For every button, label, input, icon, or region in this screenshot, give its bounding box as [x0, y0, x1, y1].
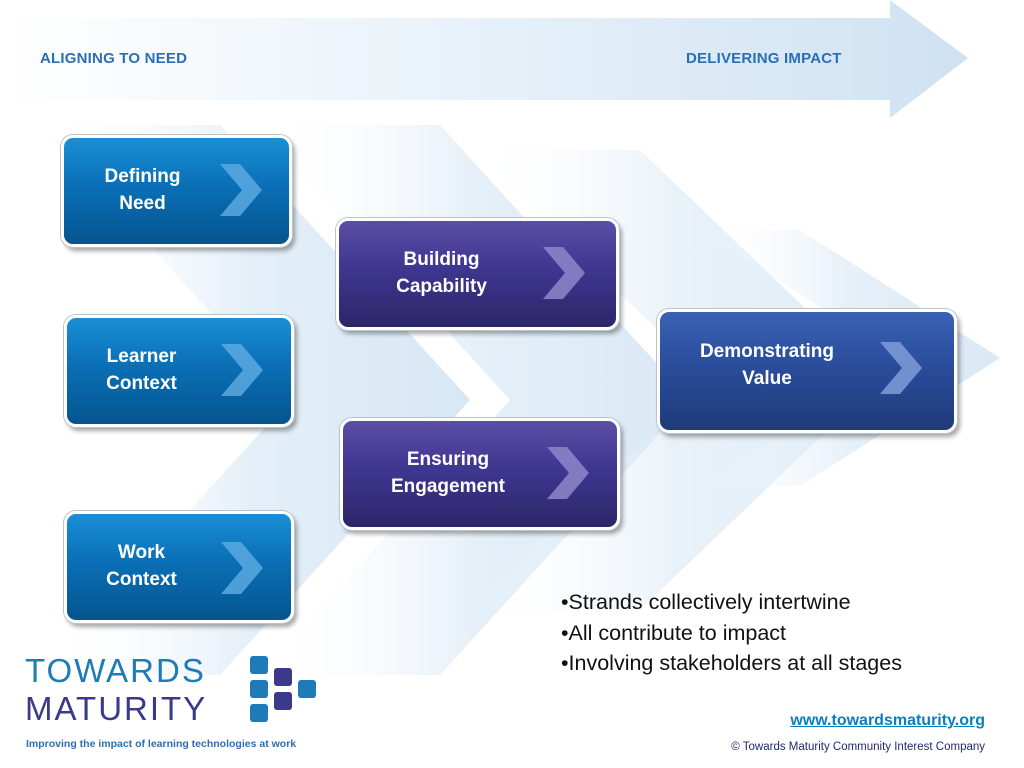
bullet-item: •Strands collectively intertwine [561, 590, 851, 614]
work-context-label: Work Context [106, 542, 177, 590]
bullet-item: •Involving stakeholders at all stages [561, 651, 902, 675]
demonstrating-value-label: Demonstrating Value [699, 341, 835, 389]
logo-line-maturity: MATURITY [25, 690, 208, 727]
logo-line-towards: TOWARDS [25, 652, 206, 689]
chevron-right-icon [543, 247, 585, 299]
learner-context-label: Learner Context [106, 346, 177, 394]
demonstrating-value-box[interactable]: Demonstrating Value [657, 309, 957, 433]
ensuring-engagement-label: Ensuring Engagement [390, 449, 506, 497]
chevron-right-icon [221, 542, 263, 594]
banner-arrow [0, 0, 968, 118]
chevron-right-icon [220, 164, 262, 216]
chevron-right-icon [547, 447, 589, 499]
ensuring-engagement-box[interactable]: Ensuring Engagement [340, 418, 620, 530]
work-context-box[interactable]: Work Context [64, 511, 294, 623]
logo-tagline: Improving the impact of learning technol… [26, 738, 297, 750]
defining-need-label: Defining Need [104, 166, 181, 214]
chevron-right-icon [221, 344, 263, 396]
bullet-list: •Strands collectively intertwine •All co… [561, 587, 902, 679]
chevron-right-icon [880, 342, 922, 394]
website-link[interactable]: www.towardsmaturity.org [790, 712, 985, 729]
copyright-text: © Towards Maturity Community Interest Co… [731, 741, 985, 753]
copyright-symbol: © [731, 741, 740, 753]
copyright-company: Towards Maturity Community Interest Comp… [742, 741, 985, 753]
building-capability-box[interactable]: Building Capability [336, 218, 619, 330]
building-capability-label: Building Capability [396, 249, 487, 297]
defining-need-box[interactable]: Defining Need [61, 135, 292, 247]
aligning-to-need-label: ALIGNING TO NEED [40, 50, 188, 67]
delivering-impact-label: DELIVERING IMPACT [686, 50, 842, 67]
bullet-item: •All contribute to impact [561, 620, 787, 645]
learner-context-box[interactable]: Learner Context [64, 315, 294, 427]
